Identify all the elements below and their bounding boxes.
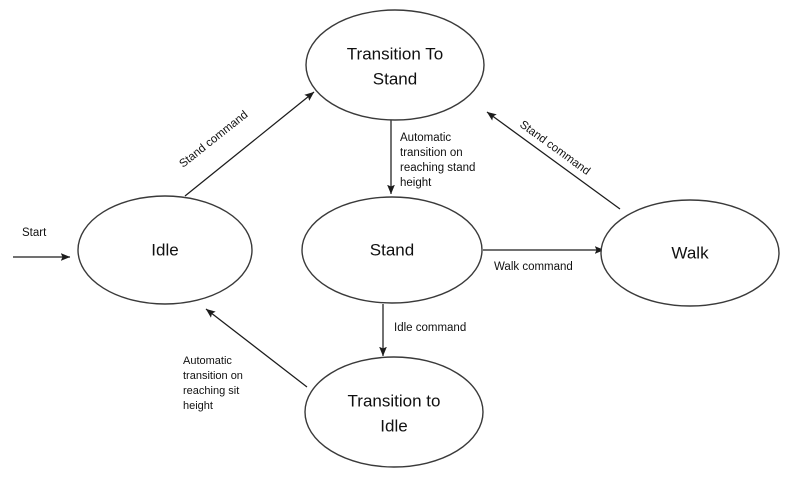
edge-label-auto-sit-line3: reaching sit (183, 385, 239, 397)
state-node-idle[interactable]: Idle (77, 195, 253, 305)
state-node-walk[interactable]: Walk (600, 199, 780, 307)
edge-idle-to-tts-line (184, 91, 315, 197)
state-node-walk-shape[interactable] (600, 199, 780, 307)
edge-tti-to-idle-line (205, 308, 308, 388)
state-node-transition-to-stand-label-line2: Stand (373, 69, 417, 88)
state-node-transition-to-idle-label-line1: Transition to (348, 391, 441, 410)
edge-label-stand-command-left: Stand command (177, 109, 250, 171)
state-node-transition-to-idle-shape[interactable] (304, 356, 484, 468)
state-node-transition-to-stand[interactable]: Transition To Stand (305, 9, 485, 121)
state-node-transition-to-idle[interactable]: Transition to Idle (304, 356, 484, 468)
edge-label-auto-stand-line3: reaching stand (400, 162, 475, 174)
edge-label-start: Start (22, 227, 47, 239)
state-node-stand-shape[interactable] (301, 196, 483, 304)
edge-stand-to-walk: Walk command (483, 246, 605, 273)
edge-label-auto-stand-line4: height (400, 177, 432, 189)
edge-stand-to-transition-to-idle: Idle command (379, 304, 466, 357)
edge-transition-to-stand-to-stand: Automatic transition on reaching stand h… (387, 120, 475, 195)
edge-label-auto-sit-line2: transition on (183, 370, 243, 382)
edge-label-auto-stand-line2: transition on (400, 147, 463, 159)
edge-idle-to-transition-to-stand: Stand command (177, 91, 315, 197)
state-node-idle-shape[interactable] (77, 195, 253, 305)
edge-walk-to-tts-line (486, 111, 621, 210)
edge-walk-to-transition-to-stand: Stand command (486, 111, 621, 210)
state-node-stand[interactable]: Stand (301, 196, 483, 304)
edge-label-walk-command: Walk command (494, 261, 573, 273)
edge-start-to-idle: Start (13, 227, 71, 261)
state-node-transition-to-idle-label-line2: Idle (380, 416, 407, 435)
edge-label-auto-sit-line4: height (183, 400, 213, 412)
edge-label-auto-stand-line1: Automatic (400, 132, 451, 144)
state-node-idle-label: Idle (151, 240, 178, 259)
edge-transition-to-idle-to-idle: Automatic transition on reaching sit hei… (183, 308, 308, 412)
edge-label-auto-sit-line1: Automatic (183, 355, 232, 367)
edge-label-idle-command: Idle command (394, 322, 466, 334)
state-node-transition-to-stand-label-line1: Transition To (347, 44, 443, 63)
state-node-stand-label: Stand (370, 240, 414, 259)
state-node-transition-to-stand-shape[interactable] (305, 9, 485, 121)
state-node-walk-label: Walk (671, 243, 709, 262)
edge-label-stand-command-right: Stand command (517, 119, 592, 178)
